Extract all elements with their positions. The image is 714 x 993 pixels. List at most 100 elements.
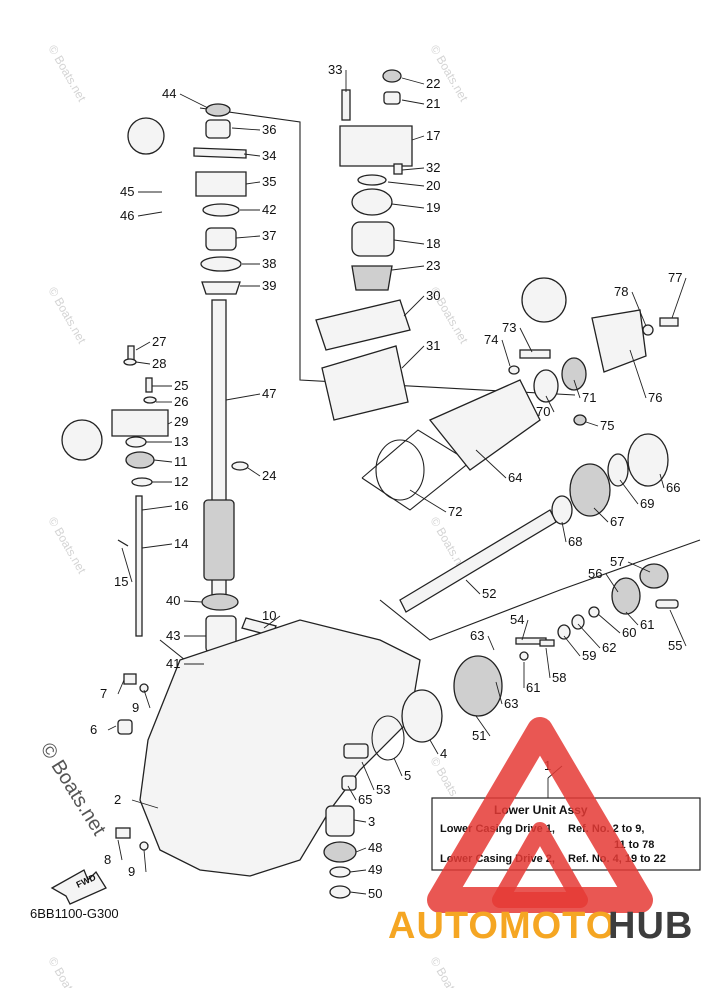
callout-30: 30: [426, 288, 440, 303]
part-42-seal: [202, 203, 240, 217]
callout-46: 46: [120, 208, 134, 223]
part-15-clip: [117, 539, 129, 547]
leader-line: [355, 847, 367, 853]
leader-line: [585, 421, 599, 427]
leader-line: [131, 799, 159, 809]
grease-icon: [61, 419, 103, 461]
callout-37: 37: [262, 228, 276, 243]
part-67-reverse-gear: [569, 463, 611, 517]
leader-line: [545, 647, 551, 679]
part-34-clip: [193, 147, 247, 159]
boats-watermark-large: © Boats.net: [36, 739, 110, 840]
leader-line: [409, 489, 447, 513]
part-60-ball: [588, 606, 600, 618]
callout-29: 29: [174, 414, 188, 429]
callout-38: 38: [262, 256, 276, 271]
leader-line: [563, 635, 581, 657]
part-76-cap: [591, 309, 647, 373]
part-22-grommet: [382, 69, 402, 83]
info-box-title: Lower Unit Assy: [494, 803, 588, 817]
part-37-bearing: [205, 227, 237, 251]
callout-53: 53: [376, 782, 390, 797]
callout-56: 56: [588, 566, 602, 581]
part-33-bolt: [341, 89, 351, 121]
part-6-dowel: [117, 719, 133, 735]
part-53-shift-cam: [343, 743, 369, 759]
part-32-pin: [393, 163, 403, 175]
part-24-clip: [231, 461, 249, 471]
callout-3: 3: [368, 814, 375, 829]
leader-line: [179, 93, 209, 109]
callout-34: 34: [262, 148, 276, 163]
callout-54: 54: [510, 612, 524, 627]
callout-52: 52: [482, 586, 496, 601]
callout-4: 4: [440, 746, 447, 761]
part-29-housing: [111, 409, 169, 437]
leader-line: [429, 739, 439, 755]
leader-line: [393, 239, 425, 245]
callout-13: 13: [174, 434, 188, 449]
leader-line: [117, 679, 125, 695]
callout-49: 49: [368, 862, 382, 877]
callout-59: 59: [582, 648, 596, 663]
part-13-oil-seal: [125, 436, 147, 448]
leader-line: [627, 561, 651, 573]
leader-line: [117, 839, 123, 861]
part-3-bearing: [325, 805, 355, 837]
callout-61: 61: [640, 617, 654, 632]
part-26-washer: [143, 396, 157, 404]
callout-68: 68: [568, 534, 582, 549]
callout-5: 5: [404, 768, 411, 783]
fwd-arrow: FWD: [50, 869, 107, 905]
callout-32: 32: [426, 160, 440, 175]
callout-21: 21: [426, 96, 440, 111]
leader-line: [353, 819, 367, 823]
callout-18: 18: [426, 236, 440, 251]
callout-78: 78: [614, 284, 628, 299]
part-61-ball: [519, 651, 529, 661]
leader-line: [391, 265, 425, 271]
callout-70: 70: [536, 404, 550, 419]
leader-line: [619, 479, 639, 505]
part-58-slider: [539, 639, 555, 647]
callout-layer: 4436343542373839454633222117322019182330…: [90, 62, 682, 901]
part-12-o-ring: [131, 477, 153, 487]
part-2-lower-casing: [139, 619, 421, 877]
callout-71: 71: [582, 390, 596, 405]
callout-20: 20: [426, 178, 440, 193]
part-49-washer: [329, 866, 351, 878]
leader-line: [143, 689, 151, 709]
part-74-washer: [508, 365, 520, 375]
leader-line: [625, 611, 639, 626]
part-38-washer: [200, 256, 242, 272]
leader-line: [167, 421, 173, 425]
leader-line: [465, 579, 481, 595]
prop-shaft-housing-group: [375, 309, 679, 613]
part-55-pin: [655, 599, 679, 609]
leader-line: [495, 681, 503, 705]
leader-line: [135, 361, 151, 365]
automotohub-logo: AUTOMOTO HUB: [388, 717, 692, 947]
callout-44: 44: [162, 86, 176, 101]
leader-line: [361, 761, 375, 791]
leader-line: [137, 211, 163, 217]
callout-40: 40: [166, 593, 180, 608]
leader-line: [593, 507, 609, 523]
leader-line: [263, 615, 281, 629]
callout-19: 19: [426, 200, 440, 215]
callout-45: 45: [120, 184, 134, 199]
callout-72: 72: [448, 504, 462, 519]
callout-58: 58: [552, 670, 566, 685]
leader-line: [107, 725, 117, 731]
leader-line: [545, 395, 555, 413]
part-31-gasket: [321, 345, 409, 421]
part-20-o-ring: [357, 174, 387, 186]
callout-67: 67: [610, 514, 624, 529]
logo-word-automoto: AUTOMOTO: [388, 905, 616, 947]
drive-shaft-group: [193, 103, 277, 671]
leader-line: [141, 543, 173, 549]
callout-11: 11: [174, 454, 188, 469]
leader-line: [487, 635, 495, 651]
part-5-shim: [371, 715, 405, 761]
